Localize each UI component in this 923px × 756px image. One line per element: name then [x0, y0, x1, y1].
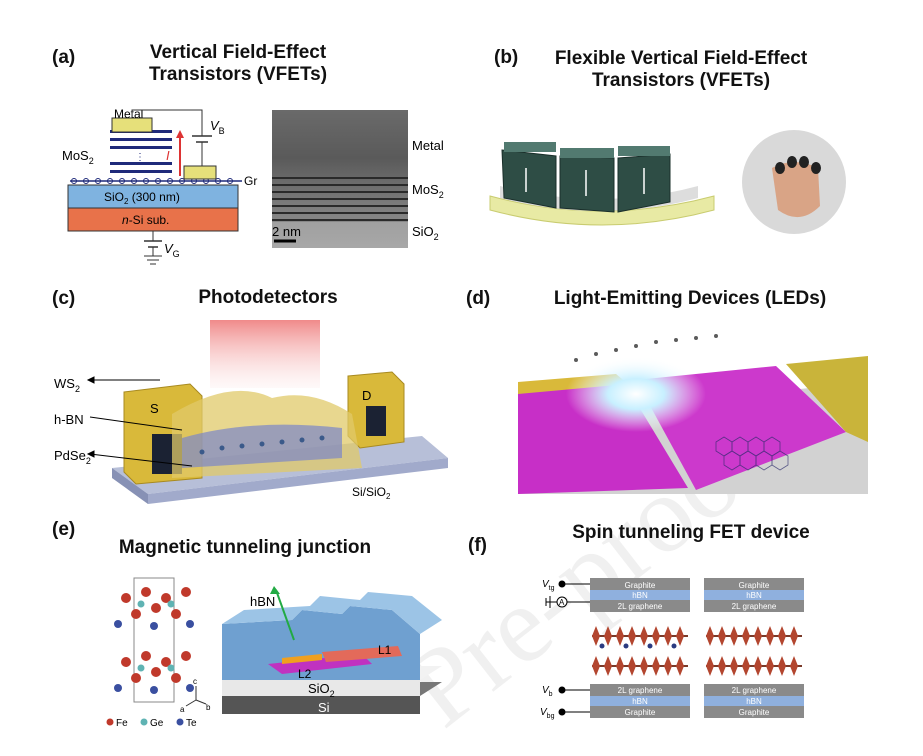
axis-b-label: b [206, 703, 211, 712]
vb-label: VB [210, 118, 225, 136]
light-beam [210, 320, 320, 388]
svg-text:hBN: hBN [746, 591, 762, 600]
svg-text:hBN: hBN [746, 697, 762, 706]
right-bottom-stack: 2L graphene hBN Graphite [704, 684, 804, 718]
crystal-structure: c a b Fe Ge Te [106, 577, 211, 729]
left-top-stack: Graphite hBN 2L graphene [590, 578, 690, 612]
substrate-label: Si/SiO2 [352, 485, 391, 501]
si-label: Si [318, 700, 330, 715]
panel-e-label: (e) [52, 519, 76, 540]
spin-lattice-left [592, 626, 688, 676]
hand-photo [742, 130, 846, 234]
vbg-label: Vbg [540, 707, 555, 720]
spin-fet-illustration: Graphite hBN 2L graphene Graphite hBN 2L… [540, 578, 804, 720]
panel-b-label: (b) [494, 47, 519, 68]
panel-c-title: Photodetectors [198, 287, 338, 308]
panel-a-label: (a) [52, 47, 76, 68]
svg-text:2L graphene: 2L graphene [618, 602, 663, 611]
graphene-layer [70, 178, 242, 184]
source-label: S [150, 401, 159, 416]
mos2-layers: ⋮ [110, 130, 172, 173]
hbn-label: hBN [250, 594, 275, 609]
svg-text:2L graphene: 2L graphene [732, 602, 777, 611]
svg-text:Graphite: Graphite [625, 708, 656, 717]
l1-label: L1 [378, 643, 392, 657]
hbn-label: h-BN [54, 412, 84, 427]
current-label: I [166, 148, 170, 163]
svg-text:Graphite: Graphite [739, 708, 770, 717]
sio2-label: SiO2 (300 nm) [104, 190, 180, 206]
vg-label: VG [164, 241, 180, 259]
spin-lattice-right [706, 626, 802, 676]
led-illustration [518, 334, 868, 494]
vtg-label: Vtg [542, 579, 555, 592]
panel-d-label: (d) [466, 288, 491, 309]
axis-c-label: c [193, 677, 197, 686]
pdse2-label: PdSe2 [54, 448, 91, 466]
drain-label: D [362, 388, 371, 403]
svg-text:hBN: hBN [632, 591, 648, 600]
tem-image: 2 nm Metal MoS2 SiO2 [272, 110, 444, 248]
legend-ge: Ge [150, 718, 164, 729]
svg-text:Graphite: Graphite [739, 581, 770, 590]
legend-fe: Fe [116, 718, 128, 729]
ammeter-label: A [559, 598, 565, 607]
atom-legend: Fe Ge Te [106, 718, 197, 729]
nsi-label: n-Si sub. [122, 213, 169, 227]
vfet-schematic: ⋮ Metal MoS2 VB I Gr SiO2 (300 nm) n-Si … [62, 108, 257, 265]
vb-label: Vb [542, 685, 553, 698]
right-top-stack: Graphite hBN 2L graphene [704, 578, 804, 612]
gr-label: Gr [244, 174, 257, 188]
left-bottom-stack: 2L graphene hBN Graphite [590, 684, 690, 718]
ws2-label: WS2 [54, 376, 80, 394]
panel-d-title: Light-Emitting Devices (LEDs) [553, 288, 827, 309]
svg-text:2L graphene: 2L graphene [732, 686, 777, 695]
svg-text:2L graphene: 2L graphene [618, 686, 663, 695]
panel-f-label: (f) [468, 535, 487, 556]
tem-mos2-label: MoS2 [412, 182, 444, 200]
panel-b-title: Flexible Vertical Field-Effect Transisto… [554, 48, 808, 91]
flexible-vfet-illustration [489, 142, 715, 226]
panel-e-title: Magnetic tunneling junction [118, 537, 372, 558]
metal-label: Metal [114, 108, 143, 121]
l2-label: L2 [298, 667, 312, 681]
panel-c-label: (c) [52, 288, 76, 309]
mos2-label: MoS2 [62, 148, 94, 166]
scale-bar-label: 2 nm [272, 224, 301, 239]
axis-a-label: a [180, 705, 185, 714]
tem-sio2-label: SiO2 [412, 224, 439, 242]
mtj-illustration: hBN L1 L2 SiO2 Si [222, 586, 442, 715]
sio2-label: SiO2 [308, 681, 335, 699]
tem-metal-label: Metal [412, 138, 444, 153]
svg-text:hBN: hBN [632, 697, 648, 706]
legend-te: Te [186, 718, 197, 729]
photodetector-illustration: S D WS2 h-BN PdSe2 Si/SiO2 [54, 320, 448, 504]
panel-f-title: Spin tunneling FET device [572, 522, 810, 543]
panel-a-title: Vertical Field-Effect Transistors (VFETs… [148, 42, 328, 85]
svg-text:Graphite: Graphite [625, 581, 656, 590]
svg-text:⋮: ⋮ [135, 152, 145, 163]
